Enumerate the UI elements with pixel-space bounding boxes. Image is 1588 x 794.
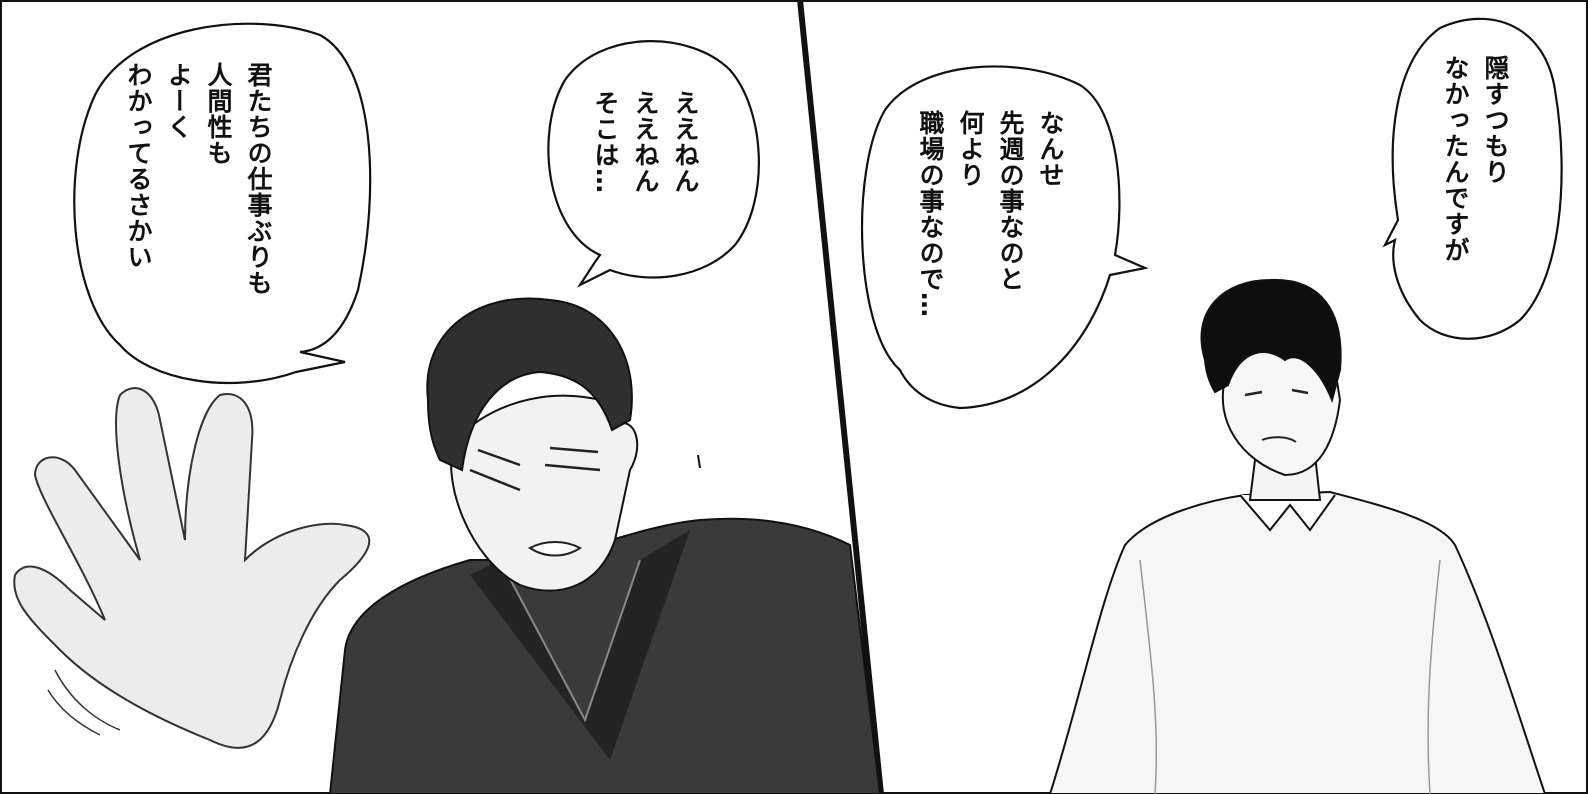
- dialogue-line: わかってるさかい: [124, 62, 153, 270]
- bubble-text-kimitachi: 君たちの仕事ぶりも 人間性も よーく わかってるさかい: [118, 62, 278, 296]
- speech-bubble-kakusu: [1382, 17, 1563, 340]
- dialogue-line: 先週の事なのと: [996, 110, 1025, 292]
- right-panel: [860, 17, 1563, 794]
- shirt-man-mouth: [1261, 436, 1297, 443]
- speech-bubble-nanse: [860, 65, 1149, 410]
- shirt-man-hair: [1200, 278, 1342, 404]
- dialogue-line: なかったんですが: [1441, 55, 1470, 263]
- kimono-man-hair: [426, 297, 633, 472]
- dialogue-line: 何より: [956, 110, 985, 188]
- dialogue-line: よーく: [164, 62, 193, 140]
- kimono-body: [328, 517, 882, 794]
- dialogue-line: 人間性も: [204, 62, 233, 166]
- raised-hand: [13, 387, 371, 749]
- dialogue-line: そこは…: [591, 90, 620, 194]
- mouth: [528, 541, 582, 557]
- panel-divider: [797, 0, 884, 794]
- shirt-man-eyes: [1244, 388, 1309, 397]
- sweat-mark: [697, 454, 701, 469]
- shirt-folds: [1139, 559, 1441, 794]
- shirt-man-torso: [1048, 490, 1547, 794]
- left-panel: [13, 22, 882, 794]
- closed-eyes: [469, 446, 601, 492]
- bubble-text-kakusu: 隠すつもり なかったんですが: [1435, 55, 1515, 263]
- bubble-text-eenen: ええねん ええねん そこは…: [585, 90, 705, 194]
- bubble-text-nanse: なんせ 先週の事なのと 何より 職場の事なので…: [910, 110, 1070, 318]
- shirt-collar: [1239, 494, 1336, 532]
- kimono-collar: [470, 530, 690, 760]
- dialogue-line: 隠すつもり: [1481, 55, 1510, 185]
- dialogue-line: なんせ: [1036, 110, 1065, 188]
- kimono-man-face: [450, 394, 639, 592]
- collar-line: [499, 559, 641, 723]
- dialogue-line: ええねん: [671, 90, 700, 194]
- speech-bubble-kimitachi: [73, 22, 372, 385]
- speech-bubble-eenen: [547, 40, 760, 288]
- dialogue-line: ええねん: [631, 90, 660, 194]
- dialogue-line: 職場の事なので…: [916, 110, 945, 318]
- dialogue-line: 君たちの仕事ぶりも: [244, 62, 273, 296]
- motion-lines: [47, 669, 121, 736]
